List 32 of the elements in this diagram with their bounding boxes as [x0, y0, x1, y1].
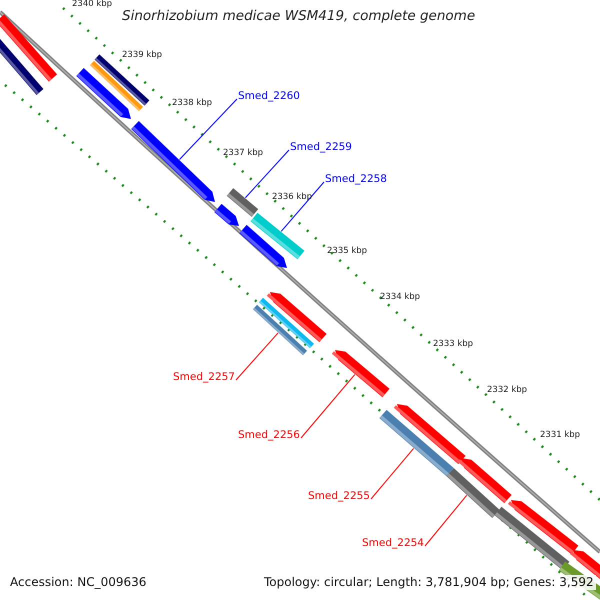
pointed-gene-bar: [131, 121, 215, 202]
gene-bar: [379, 410, 454, 476]
scale-label: 2333 kbp: [433, 340, 474, 350]
scale-label: 2335 kbp: [327, 247, 368, 256]
footer-text: Accession: NC_009636: [8, 575, 148, 590]
leader-line: [280, 182, 324, 232]
leader-line: [179, 98, 238, 160]
leader-line: [236, 332, 279, 380]
scale-label: 2331 kbp: [540, 431, 580, 440]
gene-name: Smed_2260: [238, 91, 300, 103]
gene-name: Smed_2259: [290, 142, 352, 154]
scale-label: 2332 kbp: [487, 386, 528, 396]
gene-name: Smed_2254: [362, 538, 424, 550]
leader-line: [244, 150, 290, 198]
leader-line: [424, 494, 468, 546]
gene-name: Smed_2255: [308, 491, 370, 503]
scale-label: 2337 kbp: [223, 149, 264, 158]
scale-label: 2334 kbp: [380, 293, 420, 302]
gene-bar: [252, 304, 308, 356]
leader-line: [300, 374, 356, 438]
scale-label: 2339 kbp: [122, 51, 162, 60]
footer-text: Topology: circular; Length: 3,781,904 bp; Genes: 3,592: [262, 575, 596, 590]
scale-label: 2338 kbp: [172, 99, 212, 108]
gene-name: Smed_2258: [325, 174, 387, 186]
pointed-gene-bar: [332, 350, 390, 398]
gene-name: Smed_2257: [173, 372, 235, 384]
leader-line: [370, 448, 414, 500]
gene-bar: [250, 212, 304, 260]
gene-name: Smed_2256: [238, 430, 300, 442]
scale-label: 2336 kbp: [272, 193, 312, 202]
gene-bar: [226, 188, 258, 217]
title: Sinorhizobium medicae WSM419, complete genome: [122, 9, 476, 24]
